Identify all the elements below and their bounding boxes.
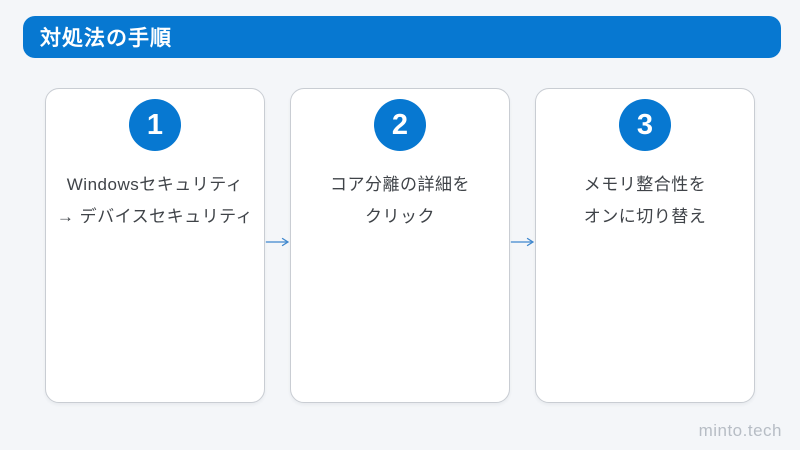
site-watermark: minto.tech xyxy=(698,421,782,440)
step-text-line: オンに切り替え xyxy=(583,207,707,226)
step-text-line: コア分離の詳細を xyxy=(330,175,470,194)
step-number: 2 xyxy=(391,108,409,141)
step-2-text: コア分離の詳細を クリック xyxy=(291,169,509,233)
step-1-number-badge: 1 xyxy=(129,99,181,151)
arrow-right-icon xyxy=(265,237,290,246)
page-title: 対処法の手順 xyxy=(40,27,172,50)
step-text-line: メモリ整合性を xyxy=(583,175,707,194)
step-text-line: クリック xyxy=(365,207,435,226)
steps-row: 1 Windowsセキュリティ → デバイスセキュリティ 2 コア分離の詳細を … xyxy=(45,88,755,403)
step-3-number-badge: 3 xyxy=(619,99,671,151)
step-2-number-badge: 2 xyxy=(374,99,426,151)
step-card-2: 2 コア分離の詳細を クリック xyxy=(290,88,510,403)
arrow-gap-2 xyxy=(510,88,535,403)
step-3-text: メモリ整合性を オンに切り替え xyxy=(536,169,754,233)
step-card-1: 1 Windowsセキュリティ → デバイスセキュリティ xyxy=(45,88,265,403)
step-1-text: Windowsセキュリティ → デバイスセキュリティ xyxy=(46,169,264,233)
arrow-gap-1 xyxy=(265,88,290,403)
step-text-line: Windowsセキュリティ xyxy=(66,175,244,194)
header-bar: 対処法の手順 xyxy=(23,16,781,58)
arrow-right-icon xyxy=(510,237,535,246)
step-card-3: 3 メモリ整合性を オンに切り替え xyxy=(535,88,755,403)
step-number: 3 xyxy=(636,108,654,141)
step-number: 1 xyxy=(146,108,164,141)
step-text-line: → デバイスセキュリティ xyxy=(56,207,254,226)
